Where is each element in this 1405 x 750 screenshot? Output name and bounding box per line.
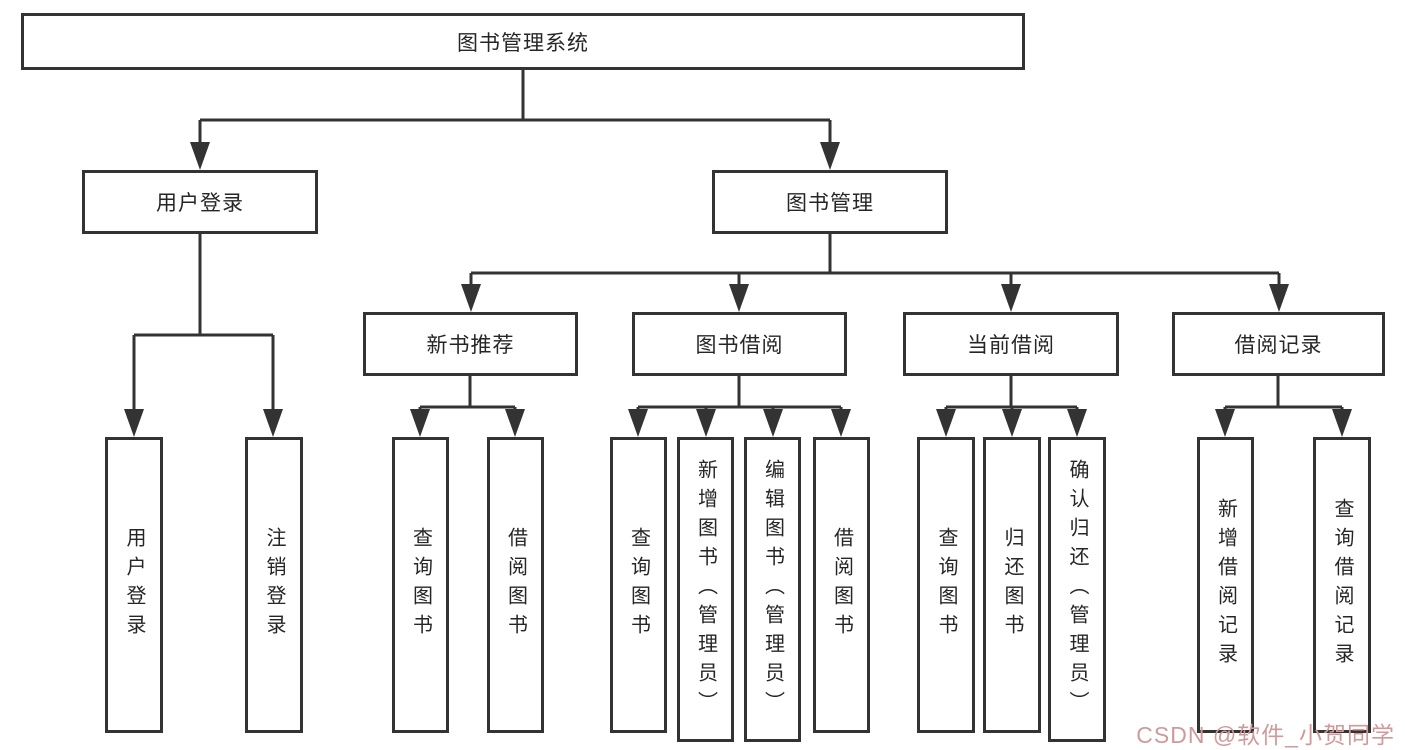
leaf-user-login: 用户登录 [105,437,163,733]
leaf-return-book-label: 归还图书 [1001,527,1023,643]
arrowhead-user-login [190,142,210,170]
arrowhead-borrow-records [1269,284,1289,312]
leaf-query-borrow-record: 查询借阅记录 [1313,437,1371,733]
arrowhead-current-borrow [1001,284,1021,312]
node-root-label: 图书管理系统 [457,31,589,55]
node-user-login: 用户登录 [82,170,318,234]
leaf-add-book-admin-label: 新增图书（管理员） [694,459,717,720]
leaf-query-book-1-label: 查询图书 [409,527,432,643]
connector-new-book-recommend-group [418,375,517,411]
node-current-borrow: 当前借阅 [903,312,1119,376]
connector-book-management-group [469,234,1281,286]
arrowhead-add-borrow-record [1215,409,1235,437]
leaf-add-book-admin: 新增图书（管理员） [677,437,734,742]
arrowhead-return-book [1002,409,1022,437]
leaf-borrow-book-1-label: 借阅图书 [504,527,527,643]
leaf-return-book: 归还图书 [983,437,1041,733]
node-book-borrow: 图书借阅 [632,312,847,376]
arrowhead-borrow-book-2 [831,409,851,437]
leaf-confirm-return-admin-label: 确认归还（管理员） [1066,459,1088,720]
leaf-query-book-3: 查询图书 [917,437,975,733]
arrowhead-leaf-logout [263,409,283,437]
arrowhead-query-book-3 [936,409,956,437]
connector-current-borrow-group [944,375,1079,411]
arrowhead-leaf-user-login [124,409,144,437]
leaf-add-borrow-record-label: 新增借阅记录 [1214,498,1237,672]
arrowhead-edit-book-admin [763,409,783,437]
csdn-watermark: CSDN @软件_小贺同学 [1136,722,1395,748]
connector-book-borrow-group [636,375,843,411]
arrowhead-query-book-1 [410,409,430,437]
arrowhead-confirm-return-admin [1067,409,1087,437]
arrowhead-book-management [820,142,840,170]
leaf-edit-book-admin-label: 编辑图书（管理员） [761,459,784,720]
leaf-logout: 注销登录 [245,437,303,733]
arrowhead-book-borrow [729,284,749,312]
node-user-login-label: 用户登录 [156,192,244,215]
leaf-edit-book-admin: 编辑图书（管理员） [744,437,801,742]
leaf-confirm-return-admin: 确认归还（管理员） [1048,437,1106,742]
node-root: 图书管理系统 [21,13,1025,70]
arrowhead-new-book-recommend [461,284,481,312]
node-book-management-label: 图书管理 [786,192,874,215]
node-borrow-records: 借阅记录 [1172,312,1385,376]
arrowhead-query-borrow-record [1332,409,1352,437]
leaf-query-borrow-record-label: 查询借阅记录 [1331,498,1353,672]
node-new-book-recommend-label: 新书推荐 [426,334,515,357]
leaf-query-book-1: 查询图书 [392,437,449,733]
leaf-borrow-book-1: 借阅图书 [487,437,544,733]
connector-root [198,69,832,144]
leaf-logout-label: 注销登录 [263,527,285,643]
node-book-management: 图书管理 [712,170,948,234]
node-book-borrow-label: 图书借阅 [695,334,784,357]
node-borrow-records-label: 借阅记录 [1234,334,1323,357]
leaf-query-book-3-label: 查询图书 [935,527,957,643]
connector-user-login-group [132,234,275,411]
leaf-query-book-2-label: 查询图书 [627,527,650,643]
leaf-borrow-book-2: 借阅图书 [813,437,870,733]
leaf-user-login-label: 用户登录 [123,527,145,643]
node-new-book-recommend: 新书推荐 [363,312,578,376]
connector-borrow-records-group [1223,375,1344,411]
leaf-borrow-book-2-label: 借阅图书 [830,527,853,643]
arrowhead-borrow-book-1 [505,409,525,437]
leaf-query-book-2: 查询图书 [610,437,667,733]
arrowhead-query-book-2 [628,409,648,437]
node-current-borrow-label: 当前借阅 [967,334,1055,357]
arrowhead-add-book-admin [696,409,716,437]
leaf-add-borrow-record: 新增借阅记录 [1197,437,1254,733]
